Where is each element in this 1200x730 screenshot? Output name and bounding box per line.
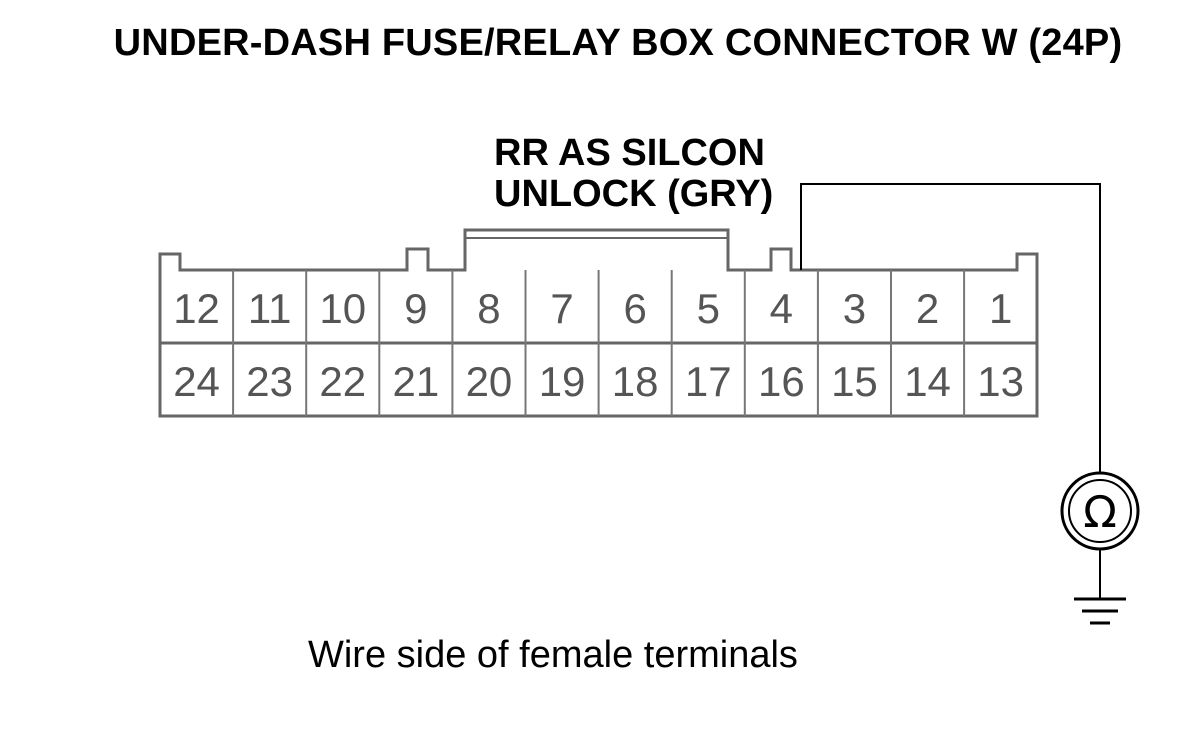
terminal-18-label: 18 (612, 358, 659, 405)
terminal-9-label: 9 (404, 285, 427, 332)
terminal-24-label: 24 (173, 358, 220, 405)
terminal-12-label: 12 (173, 285, 220, 332)
wire-label: RR AS SILCON UNLOCK (GRY) (494, 133, 773, 215)
terminal-15-label: 15 (831, 358, 878, 405)
terminal-4-label: 4 (770, 285, 793, 332)
terminal-11-label: 11 (248, 285, 292, 332)
terminal-5-label: 5 (697, 285, 720, 332)
terminal-13-label: 13 (977, 358, 1024, 405)
wire-label-line-2: UNLOCK (GRY) (494, 173, 774, 215)
wire-label-line-1: RR AS SILCON (494, 132, 765, 174)
terminal-8-label: 8 (477, 285, 500, 332)
ground-icon (1074, 597, 1126, 625)
ohm-symbol: Ω (1083, 487, 1117, 538)
ohmmeter-icon: Ω (1060, 471, 1140, 551)
terminal-21-label: 21 (392, 358, 439, 405)
terminal-6-label: 6 (623, 285, 646, 332)
diagram-caption: Wire side of female terminals (308, 634, 798, 676)
terminal-7-label: 7 (550, 285, 573, 332)
terminal-16-label: 16 (758, 358, 805, 405)
terminal-17-label: 17 (685, 358, 732, 405)
terminal-22-label: 22 (319, 358, 366, 405)
diagram-title: UNDER-DASH FUSE/RELAY BOX CONNECTOR W (2… (113, 22, 1123, 64)
terminal-14-label: 14 (904, 358, 951, 405)
connector-shell (158, 228, 1039, 418)
terminal-10-label: 10 (319, 285, 366, 332)
terminal-19-label: 19 (539, 358, 586, 405)
probe-wire (800, 183, 1101, 472)
terminal-23-label: 23 (246, 358, 293, 405)
terminal-1-label: 1 (989, 285, 1012, 332)
terminal-20-label: 20 (466, 358, 513, 405)
terminal-3-label: 3 (843, 285, 866, 332)
terminal-2-label: 2 (916, 285, 939, 332)
